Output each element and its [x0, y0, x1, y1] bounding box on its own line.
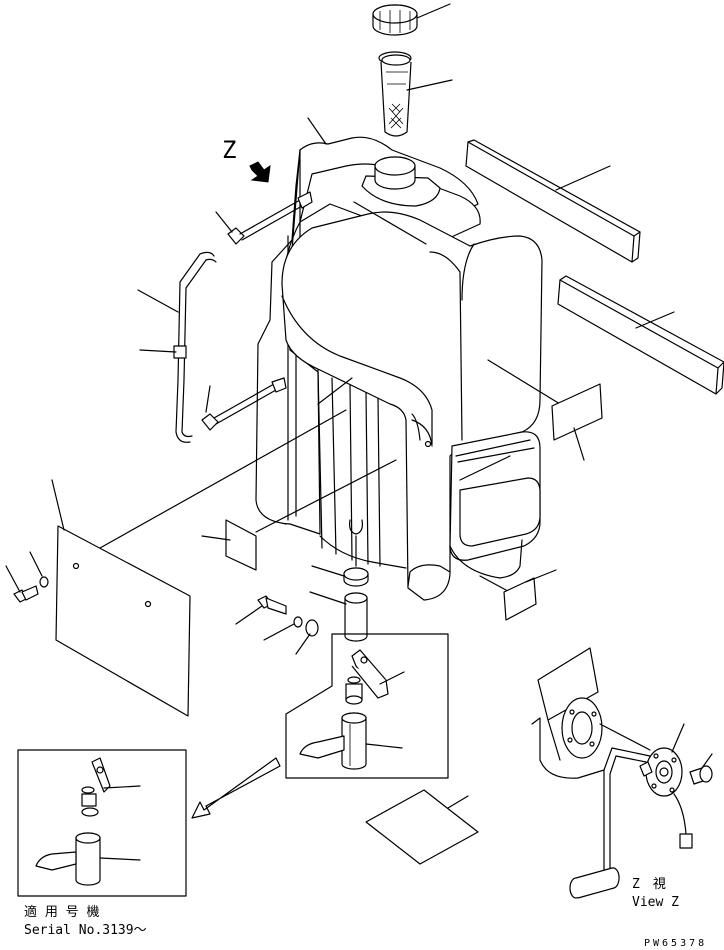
leader-strainer [406, 79, 453, 91]
leader-gauge-to-tank [599, 723, 651, 751]
leader-detail-cock [365, 743, 403, 749]
gauge-bolt [689, 765, 713, 785]
leader-washer-small [263, 623, 295, 641]
leader-drain-bolt [235, 605, 263, 625]
leader-detail-bracket [379, 671, 405, 685]
fuel-strainer [378, 51, 412, 137]
arrow-to-serial-detail [191, 757, 281, 819]
drain-washer-small [293, 616, 303, 628]
pad-upper [465, 139, 641, 263]
label-right-side [551, 383, 603, 441]
view-z-tank-section [531, 647, 605, 779]
view-direction-letter: Z [222, 136, 236, 164]
drain-nut [343, 567, 369, 587]
tank-cap [372, 4, 418, 36]
leader-pad-upper [555, 165, 611, 191]
leader-drain-nut [311, 565, 345, 577]
leader-tank-bottom [479, 575, 507, 591]
leader-tank-mid [317, 377, 353, 405]
fuel-level-gauge [569, 747, 693, 899]
breather-tube [173, 251, 217, 443]
detail-box-serial [17, 749, 187, 897]
leader-plate-bolt [5, 565, 21, 593]
drawing-number: PW65378 [644, 938, 707, 949]
leader-plate-washer [29, 551, 43, 577]
serial-number-label: Serial No.3139～ [24, 923, 147, 938]
bolt-upper [227, 191, 313, 245]
view-direction-arrow [249, 161, 271, 183]
drain-washer-large [305, 619, 319, 637]
pad-lower [557, 275, 724, 395]
leader-breather-clip [139, 349, 177, 353]
leader-serial-cock [99, 857, 141, 861]
bolt-lower [201, 377, 287, 431]
leader-label-bottom-right [525, 569, 557, 583]
leader-label-front-left [201, 535, 231, 541]
leader-serial-bracket [103, 785, 141, 789]
leader-tank-upper [353, 201, 427, 245]
label-bottom-right [503, 577, 537, 621]
label-front-left [225, 519, 257, 571]
leader-drain-coupling [309, 591, 347, 605]
drain-coupling [344, 592, 368, 642]
leader-gauge-bolt [701, 753, 713, 769]
drain-hook [349, 519, 363, 567]
detail-box-drain-valve [285, 633, 449, 779]
leader-tank-top [307, 117, 327, 145]
drain-bolt [257, 595, 287, 615]
leader-tank-side [459, 455, 511, 481]
leader-label-bottom [447, 795, 469, 809]
cover-plate [55, 525, 191, 717]
leader-breather-upper [137, 289, 179, 313]
leader-cover-plate [51, 479, 65, 531]
leader-label-to-tank [255, 459, 397, 533]
applicability-label-japanese: 適 用 号 機 [24, 904, 99, 920]
fuel-tank [255, 136, 543, 601]
view-z-label-japanese: Z 視 [632, 877, 666, 892]
label-bottom [365, 789, 479, 865]
leader-pad-lower [635, 311, 675, 329]
view-z-label-english: View Z [632, 895, 679, 910]
leader-cap [416, 3, 451, 19]
leader-bolt-lower [205, 385, 211, 413]
leader-tank-front [487, 359, 561, 405]
leader-bolt-upper [215, 211, 233, 233]
leader-plate-to-tank [99, 409, 347, 549]
leader-gauge [671, 723, 685, 753]
leader-washer-large [295, 633, 311, 655]
leader-label-right [573, 427, 585, 461]
